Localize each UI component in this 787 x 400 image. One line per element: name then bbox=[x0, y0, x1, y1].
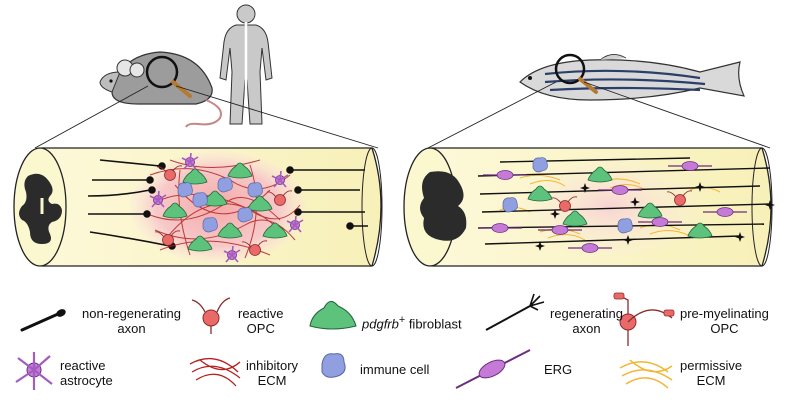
legend-permissive-ecm: permissive ECM bbox=[680, 358, 742, 388]
zebrafish-icon bbox=[519, 54, 746, 101]
legend-label: OPC bbox=[710, 321, 739, 336]
legend-label: axon bbox=[572, 321, 601, 336]
legend-immune-cell: immune cell bbox=[360, 362, 429, 377]
legend-erg-icon bbox=[455, 349, 531, 389]
magnifier-icon bbox=[554, 53, 598, 94]
spinal-cord-mammal bbox=[13, 147, 383, 267]
legend-premyelinating-opc: pre-myelinating OPC bbox=[680, 306, 769, 336]
legend-regen-axon: regenerating axon bbox=[550, 306, 623, 336]
legend-reactive-astrocyte: reactive astrocyte bbox=[60, 358, 113, 388]
legend-label: astrocyte bbox=[60, 373, 113, 388]
legend-regen-axon-icon bbox=[485, 293, 545, 331]
legend-permissive-ecm-icon bbox=[619, 359, 673, 389]
legend-label: reactive bbox=[60, 358, 106, 373]
legend-inhibitory-ecm: inhibitory ECM bbox=[246, 358, 298, 388]
legend-immune-cell-icon bbox=[321, 353, 346, 378]
human-silhouette-icon bbox=[219, 4, 273, 125]
legend-label: axon bbox=[117, 321, 146, 336]
legend-reactive-opc-icon bbox=[191, 297, 231, 334]
legend-label: inhibitory bbox=[246, 358, 299, 373]
mouse-icon bbox=[99, 51, 222, 128]
legend-astrocyte-icon bbox=[15, 352, 53, 390]
legend-label: ERG bbox=[544, 362, 573, 377]
legend-premyelinating-opc-icon bbox=[613, 292, 675, 346]
legend-label: ECM bbox=[696, 373, 726, 388]
legend-inhibitory-ecm-icon bbox=[189, 357, 241, 387]
legend-label: regenerating bbox=[550, 306, 623, 321]
legend-superscript: + bbox=[398, 314, 406, 326]
legend-label: non-regenerating bbox=[82, 306, 182, 321]
magnifier-icon bbox=[145, 55, 192, 98]
legend-label: permissive bbox=[680, 358, 743, 373]
legend-label: OPC bbox=[246, 321, 275, 336]
legend-gene-label: pdgfrb bbox=[362, 316, 399, 332]
zoom-lines bbox=[427, 81, 771, 149]
legend-erg: ERG bbox=[544, 362, 572, 377]
zoom-lines bbox=[34, 85, 379, 149]
legend-nonregen-axon: non-regenerating axon bbox=[82, 306, 181, 336]
legend-label: reactive bbox=[238, 306, 284, 321]
legend-label: immune cell bbox=[360, 362, 430, 377]
legend-label: fibroblast bbox=[405, 316, 462, 332]
legend-fibroblast-icon bbox=[309, 300, 357, 330]
legend-label: ECM bbox=[257, 373, 287, 388]
legend-label: pre-myelinating bbox=[680, 306, 769, 321]
legend-reactive-opc: reactive OPC bbox=[238, 306, 284, 336]
legend-nonregen-axon-icon bbox=[20, 309, 66, 332]
legend-fibroblast: pdgfrb+ fibroblast bbox=[362, 313, 462, 331]
nonregen-axons-left bbox=[87, 159, 368, 250]
